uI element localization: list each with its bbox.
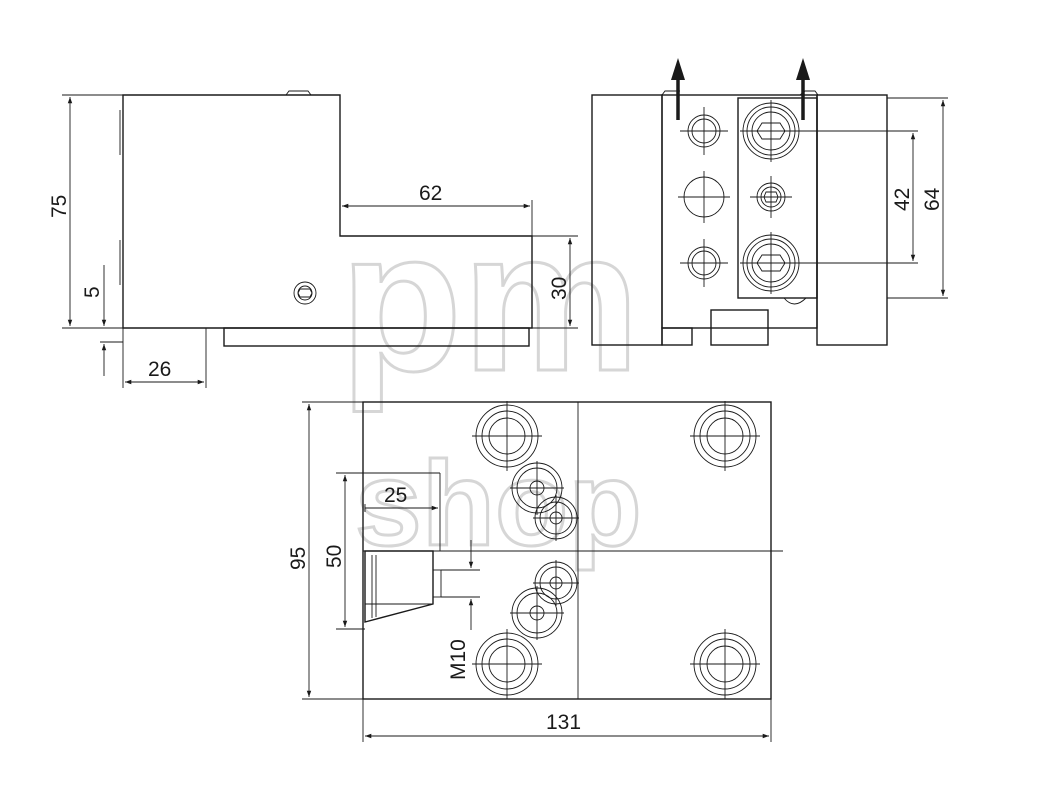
dim-64: 64	[921, 187, 944, 211]
dim-25: 25	[384, 484, 407, 507]
end-view-center-body	[661, 94, 818, 329]
fitting-small	[750, 176, 792, 218]
screw-hole	[533, 495, 579, 541]
screw-hole	[533, 560, 579, 606]
dim-30: 30	[548, 277, 571, 300]
end-view: 42 64	[591, 58, 948, 346]
watermark: pm shop	[339, 189, 644, 573]
thread-label: M10	[447, 639, 470, 680]
screw-hole	[510, 586, 564, 640]
bolt-head	[293, 281, 317, 305]
watermark-line1: pm	[340, 190, 640, 413]
side-view-bump	[285, 90, 312, 96]
connector	[364, 550, 480, 623]
side-view-base-plate	[223, 327, 530, 347]
top-view-body	[362, 401, 772, 700]
end-view-key	[710, 309, 769, 346]
screw-hole	[510, 461, 564, 515]
end-view-bump	[661, 90, 680, 96]
mounting-hole	[690, 629, 760, 699]
dim-42: 42	[891, 188, 914, 211]
end-view-valve-plate	[737, 97, 818, 299]
dim-26: 26	[148, 358, 171, 381]
dim-5: 5	[81, 286, 104, 298]
port-hole	[680, 107, 728, 155]
port-hole	[680, 239, 728, 287]
flow-arrow-icon	[671, 58, 685, 80]
fitting-large	[740, 232, 887, 294]
bolt-head	[297, 285, 313, 301]
fitting-large	[740, 100, 887, 162]
side-view: 75 5 26 62 30	[48, 90, 578, 388]
port-hole	[678, 171, 730, 223]
dim-62: 62	[419, 182, 442, 205]
dim-50: 50	[323, 545, 346, 568]
dim-131: 131	[546, 711, 581, 734]
end-view-bump	[783, 297, 807, 305]
end-view-foot	[661, 327, 693, 346]
bolt-hex	[297, 288, 313, 298]
end-view-right-block	[816, 94, 888, 346]
watermark-line2: shop	[355, 437, 642, 571]
dim-75: 75	[48, 195, 71, 218]
mounting-hole	[472, 401, 542, 471]
mounting-hole	[472, 629, 542, 699]
mounting-hole	[690, 401, 760, 471]
top-view: 95 50 25 M10 131	[287, 401, 783, 742]
flow-arrow-icon	[796, 58, 810, 80]
dim-95: 95	[287, 547, 310, 570]
